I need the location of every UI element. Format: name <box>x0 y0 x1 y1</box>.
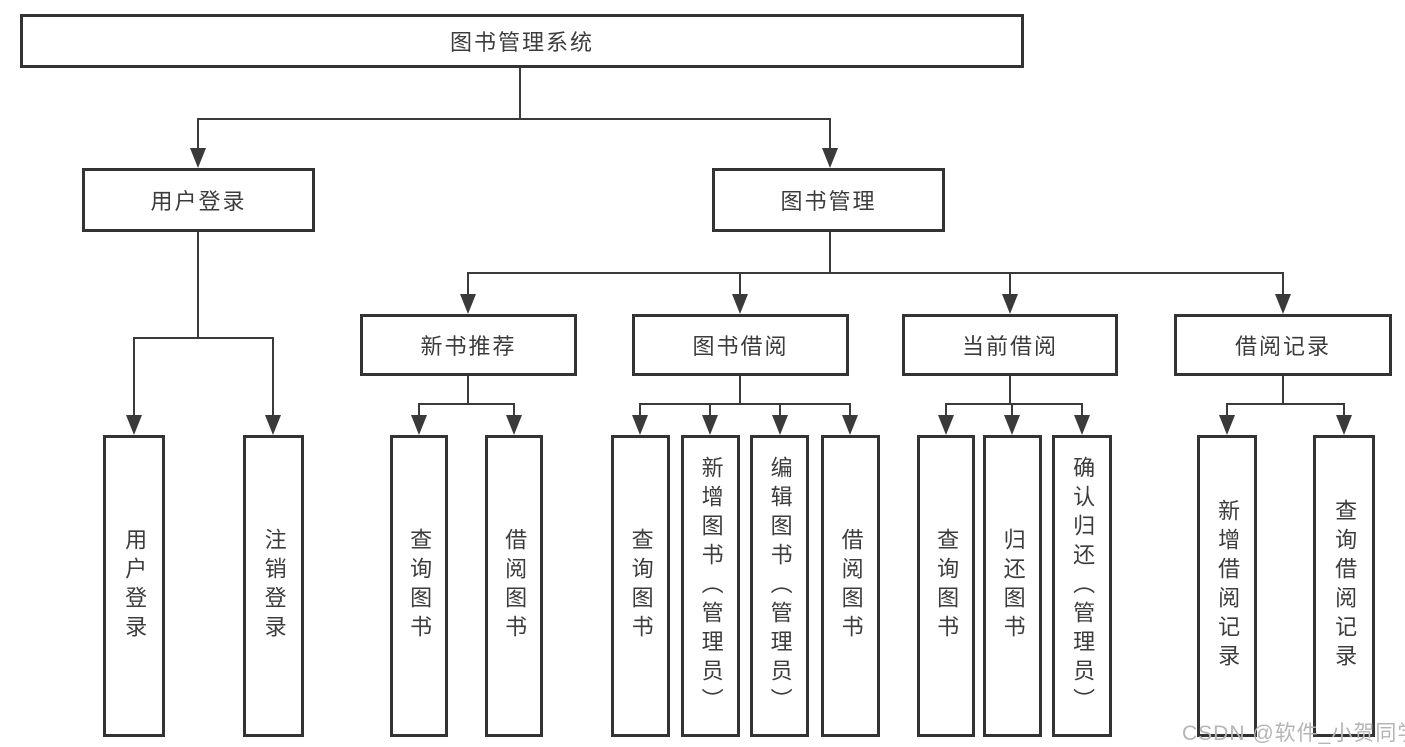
connector-vline <box>1081 403 1083 417</box>
arrow-down <box>1002 294 1018 314</box>
connector-hline <box>945 403 1083 405</box>
leaf-logout: 注销登录 <box>243 435 304 737</box>
arrow-down <box>702 415 718 435</box>
connector-vline <box>779 403 781 417</box>
arrow-down <box>1004 415 1020 435</box>
leaf-add-books-admin: 新增图书（管理员） <box>681 435 740 737</box>
arrow-down <box>822 148 838 168</box>
arrow-down <box>411 415 427 435</box>
connector-vline <box>418 403 420 417</box>
node-label: 当前借阅 <box>961 334 1058 359</box>
node-library-management-system: 图书管理系统 <box>20 14 1024 68</box>
connector-vline <box>133 337 135 417</box>
connector-hline <box>1226 403 1345 405</box>
connector-vline <box>1226 403 1228 417</box>
leaf-search-books-current: 查询图书 <box>917 435 975 737</box>
leaf-edit-books-admin: 编辑图书（管理员） <box>750 435 809 737</box>
arrow-down <box>938 415 954 435</box>
leaf-borrow-books-recommend: 借阅图书 <box>485 435 543 737</box>
connector-vline <box>1343 403 1345 417</box>
arrow-down <box>1275 294 1291 314</box>
leaf-search-books-borrowing: 查询图书 <box>611 435 670 737</box>
leaf-label: 注销登录 <box>261 528 287 644</box>
leaf-confirm-return-admin: 确认归还（管理员） <box>1052 435 1112 737</box>
connector-hline <box>197 118 831 120</box>
leaf-label: 查询图书 <box>628 528 654 644</box>
node-label: 新书推荐 <box>420 334 517 359</box>
watermark: CSDN @软件_小贺同学 <box>1182 722 1405 745</box>
connector-vline <box>1282 272 1284 296</box>
node-label: 图书管理 <box>780 189 877 214</box>
connector-hline <box>467 272 1284 274</box>
arrow-down <box>772 415 788 435</box>
leaf-add-borrow-record: 新增借阅记录 <box>1197 435 1257 737</box>
leaf-label: 新增图书（管理员） <box>698 455 724 717</box>
node-label: 用户登录 <box>150 189 247 214</box>
connector-vline <box>197 232 199 337</box>
leaf-label: 借阅图书 <box>838 528 864 644</box>
connector-vline <box>709 403 711 417</box>
leaf-borrow-books: 借阅图书 <box>821 435 880 737</box>
node-new-book-recommendation: 新书推荐 <box>360 314 577 376</box>
leaf-label: 新增借阅记录 <box>1215 499 1241 673</box>
node-borrowing-records: 借阅记录 <box>1174 314 1392 376</box>
connector-vline <box>1011 403 1013 417</box>
connector-vline <box>639 403 641 417</box>
connector-vline <box>519 68 521 118</box>
arrow-down <box>460 294 476 314</box>
arrow-down <box>1219 415 1235 435</box>
node-book-borrowing: 图书借阅 <box>632 314 849 376</box>
connector-vline <box>467 376 469 403</box>
arrow-down <box>732 294 748 314</box>
connector-hline <box>639 403 851 405</box>
leaf-label: 编辑图书（管理员） <box>767 455 793 717</box>
leaf-label: 查询图书 <box>407 528 433 644</box>
node-label: 借阅记录 <box>1234 334 1331 359</box>
arrow-down <box>190 148 206 168</box>
node-current-borrowing: 当前借阅 <box>902 314 1118 376</box>
arrow-down <box>632 415 648 435</box>
connector-vline <box>1282 376 1284 403</box>
connector-vline <box>849 403 851 417</box>
connector-vline <box>1009 376 1011 403</box>
connector-vline <box>945 403 947 417</box>
arrow-down <box>126 415 142 435</box>
node-label: 图书借阅 <box>692 334 789 359</box>
leaf-label: 确认归还（管理员） <box>1070 455 1096 717</box>
leaf-label: 查询图书 <box>934 528 960 644</box>
leaf-label: 用户登录 <box>122 528 148 644</box>
node-label: 图书管理系统 <box>449 30 594 55</box>
connector-hline <box>133 337 274 339</box>
node-user-login: 用户登录 <box>82 168 315 232</box>
connector-vline <box>739 376 741 403</box>
leaf-label: 借阅图书 <box>502 528 528 644</box>
arrow-down <box>506 415 522 435</box>
connector-vline <box>1009 272 1011 296</box>
connector-vline <box>829 118 831 150</box>
connector-vline <box>513 403 515 417</box>
connector-vline <box>467 272 469 296</box>
leaf-return-books: 归还图书 <box>983 435 1042 737</box>
leaf-label: 查询借阅记录 <box>1332 499 1358 673</box>
leaf-label: 归还图书 <box>1000 528 1026 644</box>
connector-hline <box>418 403 515 405</box>
arrow-down <box>842 415 858 435</box>
arrow-down <box>265 415 281 435</box>
connector-vline <box>829 232 831 272</box>
arrow-down <box>1336 415 1352 435</box>
connector-vline <box>197 118 199 150</box>
connector-vline <box>739 272 741 296</box>
connector-vline <box>272 337 274 417</box>
leaf-user-login: 用户登录 <box>103 435 165 737</box>
leaf-search-books-recommend: 查询图书 <box>390 435 448 737</box>
arrow-down <box>1074 415 1090 435</box>
leaf-search-borrow-record: 查询借阅记录 <box>1313 435 1375 737</box>
node-book-management: 图书管理 <box>712 168 945 232</box>
